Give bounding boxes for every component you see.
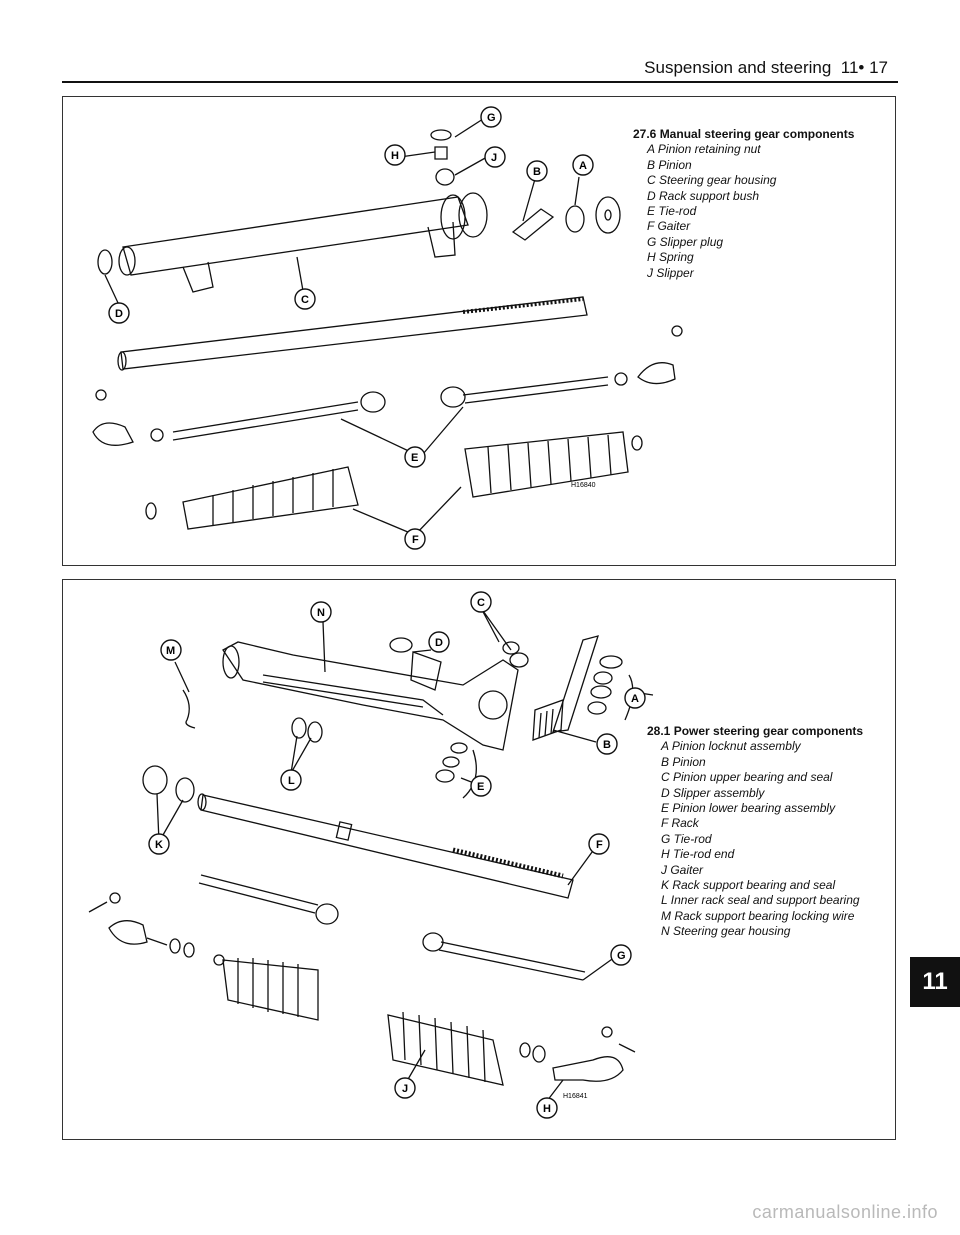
manual-steering-illustration: G H J B A D C E F H16840 <box>92 106 683 550</box>
callout-D: D <box>108 302 130 324</box>
callout-A: A <box>572 154 594 176</box>
figure1-item: F Gaiter <box>647 219 691 234</box>
rack-drawing <box>120 296 588 370</box>
callout-M: M <box>160 639 182 661</box>
figure1-title: 27.6 Manual steering gear components <box>633 127 855 141</box>
right-gaiter-drawing <box>464 431 629 498</box>
figure1-item: J Slipper <box>647 265 694 280</box>
figure2-item: C Pinion upper bearing and seal <box>661 770 833 785</box>
svg-text:G: G <box>617 950 626 962</box>
callout-H: H <box>384 144 406 166</box>
power-housing-drawing <box>222 641 519 751</box>
callout-C: C <box>470 591 492 613</box>
page-header: Suspension and steering 11• 17 <box>644 58 888 78</box>
figure1-item: E Tie-rod <box>647 204 697 219</box>
callout-E: E <box>404 446 426 468</box>
callout-B: B <box>596 733 618 755</box>
figure2-item: H Tie-rod end <box>661 847 735 862</box>
svg-text:H: H <box>543 1103 551 1115</box>
callout-E: E <box>470 775 492 797</box>
figure-manual-steering: G H J B A D C E F H16840 27.6 Manual ste… <box>62 96 896 566</box>
power-steering-illustration: N C M D A B L E K F G J H H16841 <box>88 591 654 1119</box>
figure1-item: G Slipper plug <box>647 234 724 249</box>
callout-N: N <box>310 601 332 623</box>
pinion-drawing <box>552 635 599 733</box>
svg-text:B: B <box>533 166 541 178</box>
left-tie-rod-drawing <box>172 401 359 433</box>
svg-text:F: F <box>596 839 603 851</box>
figure2-item: K Rack support bearing and seal <box>661 878 836 893</box>
figure1-caption: 27.6 Manual steering gear components A P… <box>633 127 854 281</box>
right-tie-rod-drawing <box>462 376 609 396</box>
svg-text:K: K <box>155 839 163 851</box>
svg-text:M: M <box>166 645 175 657</box>
callout-D: D <box>428 631 450 653</box>
figure2-title: 28.1 Power steering gear components <box>647 724 864 738</box>
svg-text:J: J <box>402 1083 408 1095</box>
svg-text:L: L <box>288 775 295 787</box>
svg-text:F: F <box>412 534 419 546</box>
svg-text:G: G <box>487 112 496 124</box>
svg-text:D: D <box>435 637 443 649</box>
svg-text:N: N <box>317 607 325 619</box>
figure2-item: N Steering gear housing <box>661 924 791 939</box>
figure1-item: C Steering gear housing <box>647 173 777 188</box>
figure2-item: L Inner rack seal and support bearing <box>661 893 860 908</box>
figure1-item: H Spring <box>647 250 694 265</box>
chapter-tab: 11 <box>910 957 960 1007</box>
left-gaiter-drawing <box>182 466 359 530</box>
power-rack-drawing <box>200 794 574 899</box>
figure2-ref: H16841 <box>563 1093 588 1100</box>
svg-text:A: A <box>579 160 587 172</box>
svg-text:C: C <box>301 294 309 306</box>
callout-B: B <box>526 160 548 182</box>
page-number: 11• 17 <box>840 58 888 77</box>
header-rule <box>62 81 898 83</box>
svg-text:J: J <box>491 152 497 164</box>
figure2-item: B Pinion <box>661 754 706 769</box>
watermark: carmanualsonline.info <box>752 1202 938 1222</box>
figure2-item: E Pinion lower bearing assembly <box>661 801 836 816</box>
figure1-item: D Rack support bush <box>647 188 760 203</box>
callout-L: L <box>280 769 302 791</box>
figure2-item: G Tie-rod <box>661 831 712 846</box>
callout-G: G <box>610 944 632 966</box>
callout-K: K <box>148 833 170 855</box>
svg-text:H: H <box>391 150 399 162</box>
svg-text:A: A <box>631 693 639 705</box>
section-title: Suspension and steering <box>644 58 832 77</box>
callout-F: F <box>404 528 426 550</box>
svg-text:C: C <box>477 597 485 609</box>
svg-text:B: B <box>603 739 611 751</box>
figure2-item: D Slipper assembly <box>661 785 765 800</box>
callout-F: F <box>588 833 610 855</box>
figure2-item: F Rack <box>661 816 699 831</box>
callout-J: J <box>484 146 506 168</box>
steering-housing-drawing <box>122 196 469 276</box>
figure1-item: A Pinion retaining nut <box>647 142 761 157</box>
figure2-item: A Pinion locknut assembly <box>661 739 801 754</box>
callout-H: H <box>536 1097 558 1119</box>
figure2-caption: 28.1 Power steering gear components A Pi… <box>647 724 863 940</box>
callout-G: G <box>480 106 502 128</box>
figure2-item: M Rack support bearing locking wire <box>661 908 855 923</box>
figure-power-steering: N C M D A B L E K F G J H H16841 28.1 Po… <box>62 579 896 1140</box>
callout-C: C <box>294 288 316 310</box>
figure1-item: B Pinion <box>647 157 692 172</box>
svg-text:E: E <box>477 781 484 793</box>
callout-J: J <box>394 1077 416 1099</box>
svg-text:E: E <box>411 452 418 464</box>
svg-text:D: D <box>115 308 123 320</box>
figure1-ref: H16840 <box>571 482 596 489</box>
callout-A: A <box>624 687 646 709</box>
figure2-item: J Gaiter <box>661 862 704 877</box>
power-tie-rod-drawing <box>440 941 586 973</box>
rack-bush-drawing <box>97 249 113 275</box>
